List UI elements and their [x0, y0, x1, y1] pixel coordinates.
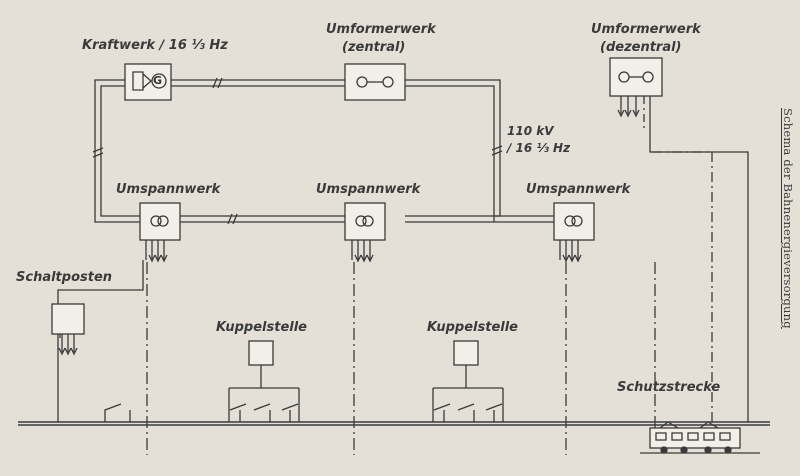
label-schutzstrecke: Schutzstrecke	[617, 380, 721, 395]
kuppelstelle-1-symbol	[228, 340, 300, 422]
kraftwerk-symbol	[124, 63, 172, 101]
train-symbol	[640, 421, 760, 454]
overhead-line	[18, 421, 770, 426]
label-umspannwerk-2: Umspannwerk	[316, 182, 421, 197]
label-umformer-dezentral-1: Umformerwerk	[591, 22, 701, 37]
label-frequency: ∕ 16 ⅓ Hz	[507, 141, 571, 155]
transmission-ring	[92, 77, 554, 225]
side-title: Schema der Bahnenergieversorgung	[781, 108, 795, 329]
umspannwerk-2-symbol	[344, 202, 386, 263]
umformer-dezentral-symbol	[609, 57, 749, 422]
label-kuppelstelle-2: Kuppelstelle	[427, 320, 518, 335]
generator-icon: G	[153, 74, 163, 87]
umspannwerk-1-symbol	[139, 202, 181, 263]
label-umformer-zentral-1: Umformerwerk	[326, 22, 436, 37]
label-umspannwerk-3: Umspannwerk	[526, 182, 631, 197]
kuppelstelle-2-symbol	[432, 340, 504, 422]
switch-left	[104, 403, 131, 422]
schaltposten-symbol	[51, 303, 85, 356]
feeder-schaltposten-left	[57, 260, 144, 422]
umformer-zentral-symbol	[344, 63, 406, 101]
label-schaltposten: Schaltposten	[16, 270, 113, 285]
umspannwerk-3-symbol	[553, 202, 595, 263]
label-umformer-dezentral-2: (dezentral)	[600, 40, 682, 55]
label-kuppelstelle-1: Kuppelstelle	[216, 320, 307, 335]
section-borders	[146, 262, 656, 455]
label-umspannwerk-1: Umspannwerk	[116, 182, 221, 197]
label-umformer-zentral-2: (zentral)	[342, 40, 406, 55]
label-kraftwerk: Kraftwerk ∕ 16 ⅓ Hz	[82, 38, 228, 53]
label-voltage: 110 kV	[507, 124, 554, 138]
